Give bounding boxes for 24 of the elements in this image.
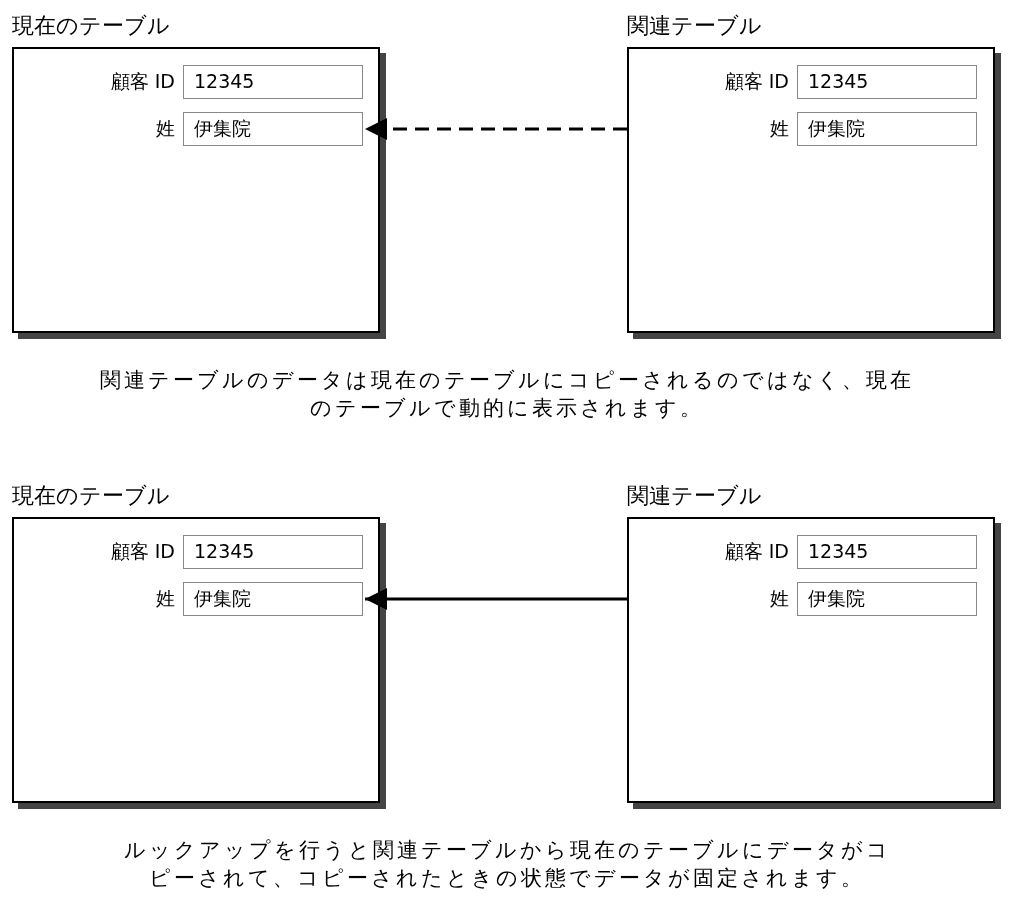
field-label: 顧客 ID: [724, 69, 789, 94]
caption: 関連テーブルのデータは現在のテーブルにコピーされるのではなく、現在のテーブルで動的に表示されます。: [99, 367, 915, 422]
table-title: 関連テーブル: [627, 13, 762, 39]
input-field: 伊集院: [797, 112, 977, 146]
field-label: 姓: [156, 586, 175, 611]
arrow: [365, 118, 627, 140]
input-field: 12345: [797, 65, 977, 99]
input-field: 12345: [183, 65, 363, 99]
input-field: 伊集院: [797, 582, 977, 616]
field-label: 姓: [770, 586, 789, 611]
field-label: 姓: [770, 116, 789, 141]
field-label: 顧客 ID: [110, 69, 175, 94]
field-label: 顧客 ID: [110, 539, 175, 564]
table-title: 現在のテーブル: [12, 13, 170, 39]
input-field: 12345: [797, 535, 977, 569]
field-label: 姓: [156, 116, 175, 141]
table-title: 現在のテーブル: [12, 483, 170, 509]
input-field: 伊集院: [183, 582, 363, 616]
field-label: 顧客 ID: [724, 539, 789, 564]
input-field: 伊集院: [183, 112, 363, 146]
arrow: [365, 588, 627, 610]
caption: ルックアップを行うと関連テーブルから現在のテーブルにデータがコピーされて、コピーされたときの状態でデータが固定されます。: [122, 837, 892, 892]
table-title: 関連テーブル: [627, 483, 762, 509]
input-field: 12345: [183, 535, 363, 569]
